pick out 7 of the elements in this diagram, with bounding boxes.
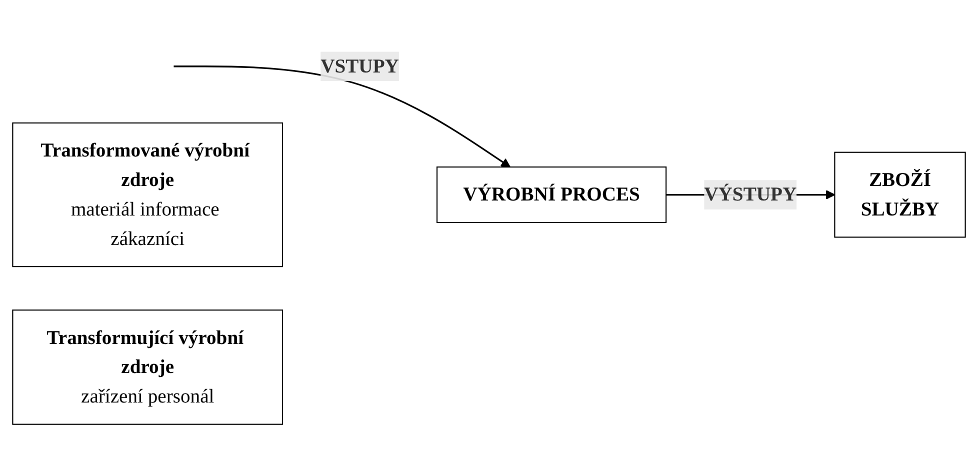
- node-box: Transformující výrobní zdroje zařízení personál: [12, 309, 284, 424]
- edge-label: VSTUPY: [320, 54, 399, 76]
- arrow: [174, 65, 511, 167]
- node-box: ZBOŽÍ SLUŽBY: [834, 151, 966, 238]
- node-box: Transformované výrobní zdroje materiál informace zákazníci: [12, 122, 284, 267]
- edge-label: VÝSTUPY: [704, 182, 797, 205]
- node-box: VÝROBNÍ PROCES: [436, 166, 667, 223]
